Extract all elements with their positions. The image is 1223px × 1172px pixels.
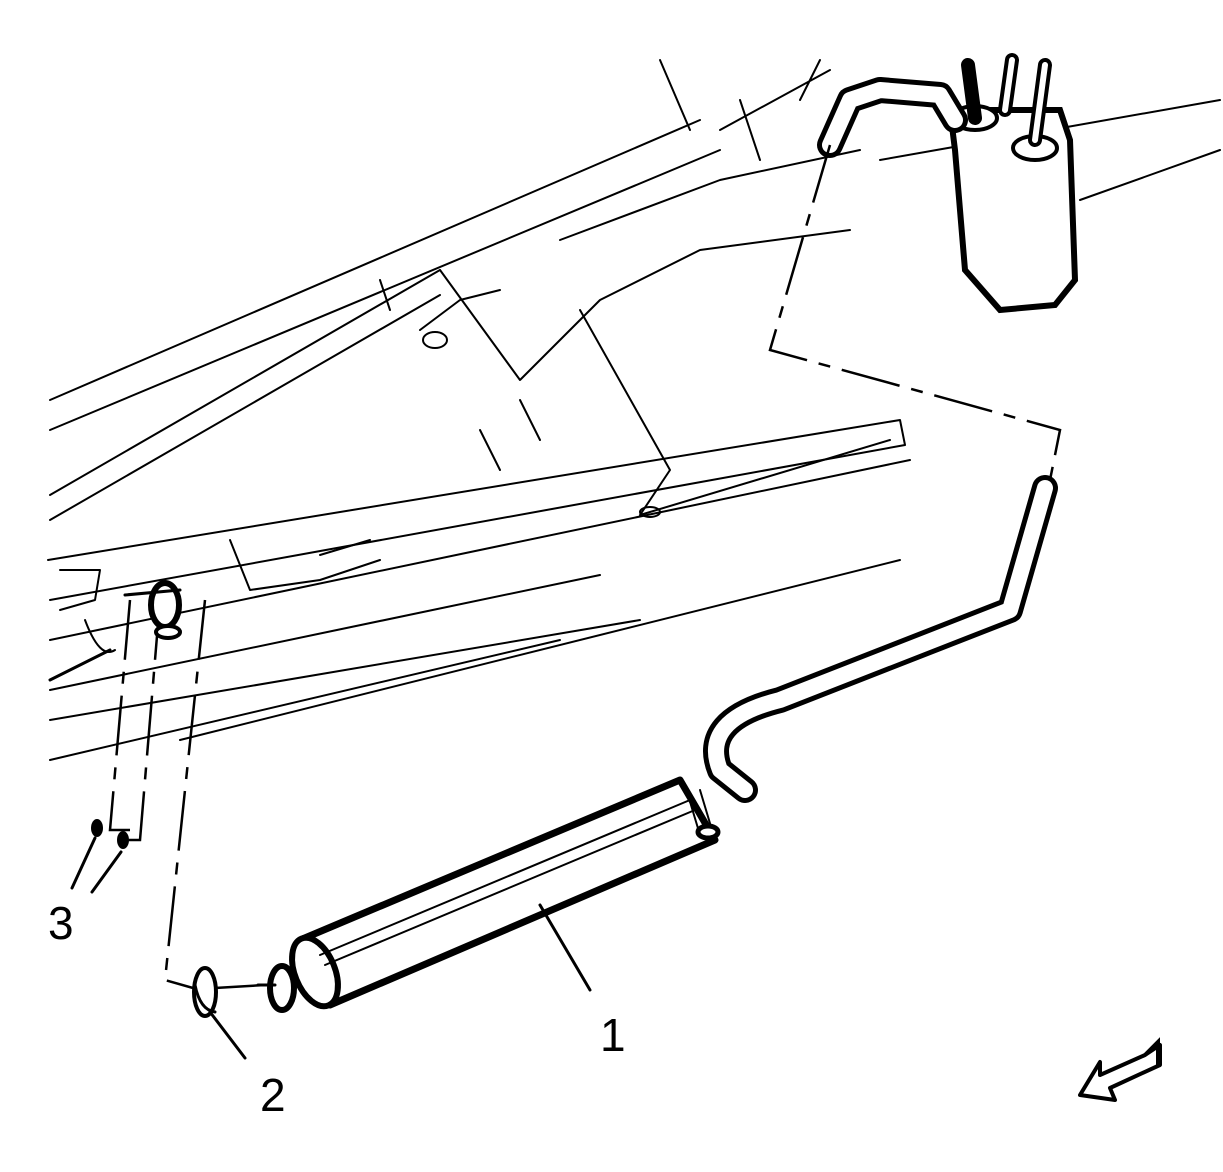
alignment-lines (108, 144, 1062, 992)
view-direction-arrow-icon (1078, 1037, 1162, 1102)
front-clamp (123, 580, 182, 640)
callout-2: 2 (260, 1069, 286, 1121)
vehicle-underbody (47, 59, 1221, 761)
callout-3: 3 (48, 897, 74, 949)
gasket (192, 966, 218, 1018)
rear-muffler (817, 53, 1079, 314)
nuts (91, 819, 129, 849)
intermediate-pipe-with-resonator (256, 475, 1058, 1013)
leader-lines (70, 836, 592, 1060)
callout-1: 1 (600, 1009, 626, 1061)
